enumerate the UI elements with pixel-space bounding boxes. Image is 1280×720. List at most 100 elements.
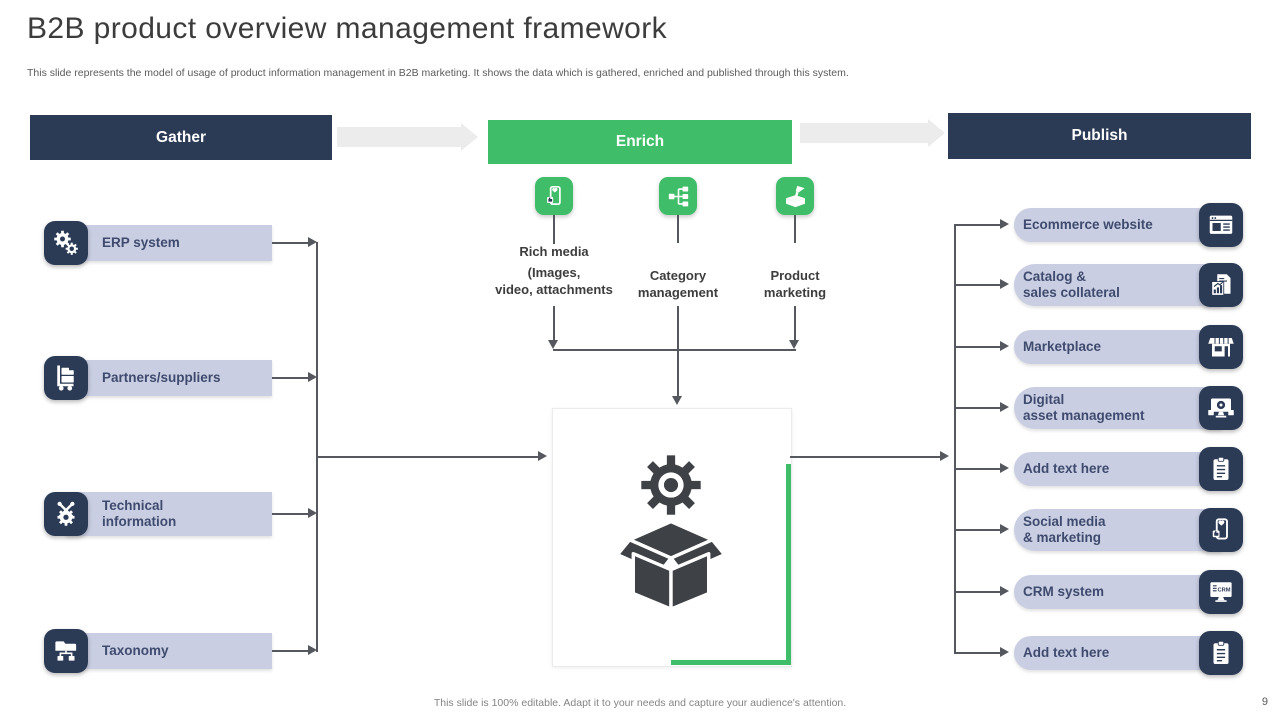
stage-header-publish: Publish	[948, 113, 1251, 159]
hierarchy-icon	[659, 177, 697, 215]
connector-line	[553, 306, 555, 340]
connector-arrowhead	[1000, 279, 1009, 289]
connector-arrowhead	[308, 645, 317, 655]
crm-icon-text: CRM	[1217, 588, 1230, 594]
connector-arrowhead	[548, 340, 558, 349]
box-megaphone-icon	[776, 177, 814, 215]
green-accent-horizontal	[671, 660, 791, 665]
publish-item-social-media-marketing: Social media & marketing	[1014, 509, 1222, 551]
publish-item-social-media-marketing-label: Social media & marketing	[1023, 514, 1106, 545]
connector-line	[794, 215, 796, 243]
gather-item-partners-suppliers: Partners/suppliers	[66, 360, 272, 396]
browser-icon	[1199, 203, 1243, 247]
connector-arrowhead	[1000, 647, 1009, 657]
page-subtitle: This slide represents the model of usage…	[27, 67, 849, 79]
page-number: 9	[1261, 696, 1268, 708]
gather-item-partners-suppliers-label: Partners/suppliers	[102, 370, 221, 386]
publish-item-crm-system-label: CRM system	[1023, 584, 1105, 600]
connector-line	[956, 591, 1000, 593]
connector-line	[956, 284, 1000, 286]
connector-arrowhead	[308, 372, 317, 382]
publish-item-add-text-here-2-label: Add text here	[1023, 645, 1110, 661]
hand-truck-icon	[44, 356, 88, 400]
gather-item-erp-system-label: ERP system	[102, 235, 180, 251]
publish-item-add-text-here-1-label: Add text here	[1023, 461, 1110, 477]
stage-header-enrich: Enrich	[488, 120, 792, 164]
gather-item-taxonomy: Taxonomy	[66, 633, 272, 669]
report-document-icon	[1199, 263, 1243, 307]
gear-open-box-icon	[615, 455, 727, 611]
connector-arrowhead	[308, 508, 317, 518]
connector-arrowhead	[1000, 402, 1009, 412]
connector-arrowhead	[1000, 463, 1009, 473]
connector-line	[790, 456, 940, 458]
connector-arrowhead	[789, 340, 799, 349]
enrich-item-rich-media-label: Rich media	[519, 244, 589, 259]
monitor-gear-icon	[1199, 386, 1243, 430]
connector-line	[794, 306, 796, 340]
gears-icon	[44, 221, 88, 265]
publish-item-ecommerce-website-label: Ecommerce website	[1023, 217, 1153, 233]
connector-line	[272, 513, 309, 515]
connector-line	[553, 349, 796, 351]
clipboard-icon	[1199, 631, 1243, 675]
flow-arrow-gather-enrich	[337, 127, 461, 147]
connector-line	[956, 346, 1000, 348]
publish-item-ecommerce-website: Ecommerce website	[1014, 208, 1222, 242]
connector-line	[677, 215, 679, 243]
connector-arrowhead	[1000, 586, 1009, 596]
center-box	[552, 408, 792, 667]
publish-item-add-text-here-2: Add text here	[1014, 636, 1222, 670]
green-accent-vertical	[786, 464, 791, 662]
social-phone-icon	[535, 177, 573, 215]
connector-line	[956, 407, 1000, 409]
connector-arrowhead	[1000, 524, 1009, 534]
connector-line	[272, 377, 309, 379]
gather-item-taxonomy-label: Taxonomy	[102, 643, 169, 659]
connector-line	[318, 456, 538, 458]
connector-line	[954, 224, 956, 654]
connector-line	[956, 529, 1000, 531]
folder-tree-icon	[44, 629, 88, 673]
connector-line	[272, 650, 309, 652]
connector-line	[956, 224, 1000, 226]
connector-line	[956, 468, 1000, 470]
enrich-item-rich-media-detail: (Images, video, attachments	[495, 265, 613, 297]
flow-arrow-enrich-publish-tip	[928, 119, 945, 147]
stage-header-enrich-label: Enrich	[615, 133, 665, 150]
publish-item-digital-asset-management-label: Digital asset management	[1023, 392, 1145, 423]
enrich-item-category-management-label: Category management	[637, 268, 719, 300]
gather-item-erp-system: ERP system	[66, 225, 272, 261]
gather-item-technical-information: Technical information	[66, 492, 272, 536]
publish-item-digital-asset-management: Digital asset management	[1014, 387, 1222, 429]
storefront-icon	[1199, 325, 1243, 369]
connector-arrowhead	[1000, 341, 1009, 351]
connector-line	[272, 242, 309, 244]
connector-arrowhead	[672, 396, 682, 405]
publish-item-marketplace-label: Marketplace	[1023, 339, 1102, 355]
enrich-item-product-marketing-label: Product marketing	[763, 268, 827, 300]
publish-item-marketplace: Marketplace	[1014, 330, 1222, 364]
page-title: B2B product overview management framewor…	[27, 12, 668, 45]
connector-line	[553, 215, 555, 244]
connector-line	[956, 652, 1000, 654]
clipboard-icon	[1199, 447, 1243, 491]
social-phone-icon	[1199, 508, 1243, 552]
connector-line	[677, 306, 679, 396]
stage-header-publish-label: Publish	[1071, 127, 1128, 144]
connector-line	[316, 242, 318, 652]
flow-arrow-gather-enrich-tip	[461, 123, 478, 151]
flow-arrow-enrich-publish	[800, 123, 928, 143]
connector-arrowhead	[308, 237, 317, 247]
publish-item-catalog-sales-collateral: Catalog & sales collateral	[1014, 264, 1222, 306]
publish-item-crm-system: CRM system	[1014, 575, 1222, 609]
footer-note: This slide is 100% editable. Adapt it to…	[433, 697, 847, 709]
gear-wrench-icon	[44, 492, 88, 536]
publish-item-add-text-here-1: Add text here	[1014, 452, 1222, 486]
stage-header-gather-label: Gather	[156, 128, 206, 146]
gather-item-technical-information-label: Technical information	[102, 498, 177, 529]
publish-item-catalog-sales-collateral-label: Catalog & sales collateral	[1023, 269, 1120, 300]
crm-monitor-icon: CRM	[1199, 570, 1243, 614]
connector-arrowhead	[538, 451, 547, 461]
